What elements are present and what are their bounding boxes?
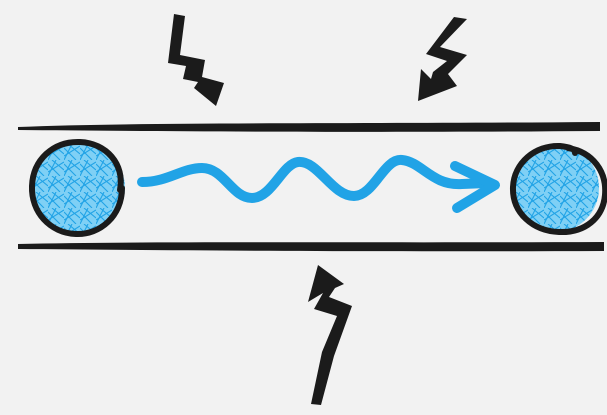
- bottom-channel-wall: [18, 242, 604, 252]
- lightning-bolt-icon: [168, 14, 224, 106]
- wavy-arrow-shaft: [137, 155, 492, 203]
- left-particle-fill: [33, 143, 125, 233]
- lightning-bolt-top-left: [168, 14, 224, 106]
- lightning-bolt-bottom: [308, 265, 352, 405]
- left-particle-outline: [28, 138, 125, 238]
- right-particle-fill: [511, 144, 599, 232]
- right-particle-outline: [509, 142, 607, 236]
- wavy-arrow: [137, 155, 500, 213]
- right-particle: [509, 142, 607, 236]
- wavy-arrow-head: [450, 161, 500, 213]
- lightning-bolt-top-right: [418, 17, 467, 101]
- lightning-bolt-icon: [418, 17, 467, 101]
- left-particle: [28, 138, 125, 238]
- lightning-bolt-icon: [308, 265, 352, 405]
- top-channel-wall: [18, 122, 600, 132]
